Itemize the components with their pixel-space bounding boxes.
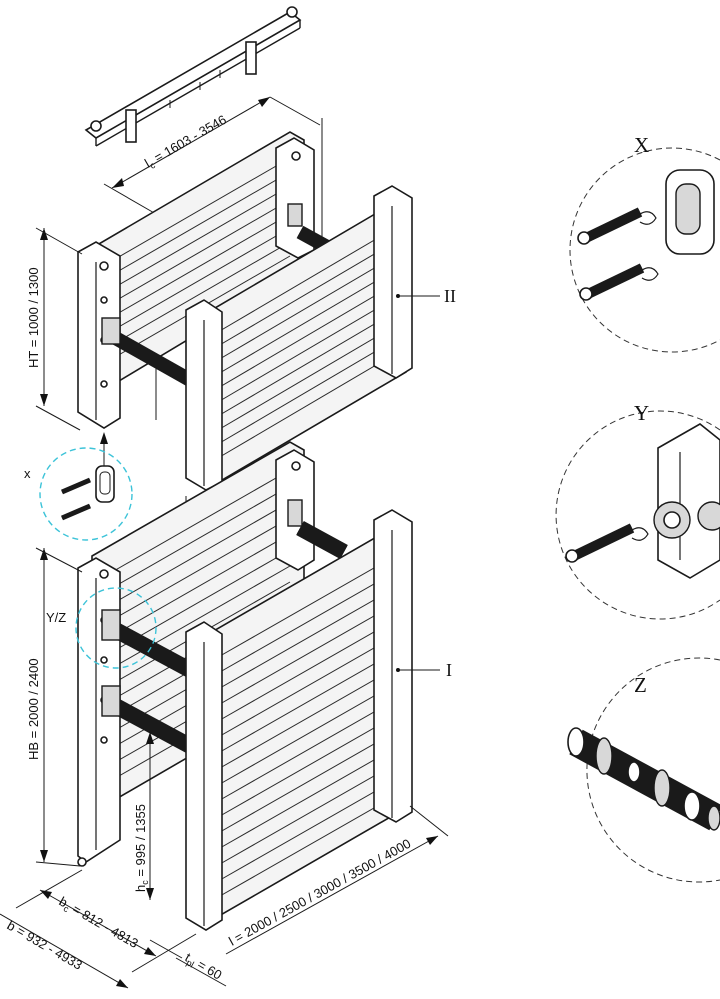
- lifting-beam: [84, 6, 302, 147]
- dimension-hc-sub: c: [140, 880, 150, 885]
- lower-front-slats: [219, 559, 389, 897]
- dimension-hc: hc = 995 / 1355: [133, 732, 154, 900]
- label-panel-I: I: [446, 660, 452, 680]
- dimension-tpl-value: = 60: [192, 955, 225, 983]
- dimension-hb: HB = 2000 / 2400: [26, 547, 83, 867]
- label-detail-yz: Y/Z: [46, 610, 66, 625]
- dimension-bc-sub: c: [62, 903, 71, 914]
- label-detail-x-small: x: [24, 466, 31, 481]
- dimension-lc-label: l: [142, 156, 152, 170]
- detail-y: Y: [555, 401, 720, 620]
- dimension-hc-label: h: [133, 885, 148, 892]
- dimension-hb-label: HB = 2000 / 2400: [26, 658, 41, 760]
- dimension-lc-sub: c: [148, 160, 157, 171]
- svg-text:bc = 812 - 4813: bc = 812 - 4813: [56, 894, 141, 953]
- detail-x: X: [569, 133, 720, 353]
- label-detail-x: X: [634, 133, 649, 157]
- dimension-lc-value: = 1603 - 3546: [148, 112, 228, 167]
- dimension-b-label: b = 932 - 4933: [5, 918, 85, 973]
- detail-x-small: x: [24, 447, 133, 541]
- dimension-bc-value: = 812 - 4813: [67, 899, 141, 950]
- lower-module: I: [77, 441, 452, 931]
- dimension-hc-value: = 995 / 1355: [133, 804, 148, 880]
- svg-text:hc = 995 / 1355: hc = 995 / 1355: [133, 804, 150, 892]
- upper-back-slats: [109, 157, 291, 361]
- detail-z: Z: [567, 657, 720, 883]
- label-panel-II: II: [444, 286, 456, 306]
- upper-module: II: [77, 131, 456, 491]
- label-detail-y: Y: [634, 401, 649, 425]
- svg-text:lc = 1603 - 3546: lc = 1603 - 3546: [142, 112, 230, 173]
- dimension-tpl-sub: pl: [185, 957, 196, 969]
- dimension-ht-label: HT = 1000 / 1300: [26, 267, 41, 368]
- dimension-ht: HT = 1000 / 1300: [26, 227, 83, 431]
- svg-text:tpl = 60: tpl = 60: [182, 950, 225, 985]
- detail-yz-marker: Y/Z: [46, 587, 157, 669]
- dimension-tpl-label: t: [183, 950, 194, 965]
- label-detail-z: Z: [634, 673, 647, 697]
- upper-front-slats: [217, 231, 389, 459]
